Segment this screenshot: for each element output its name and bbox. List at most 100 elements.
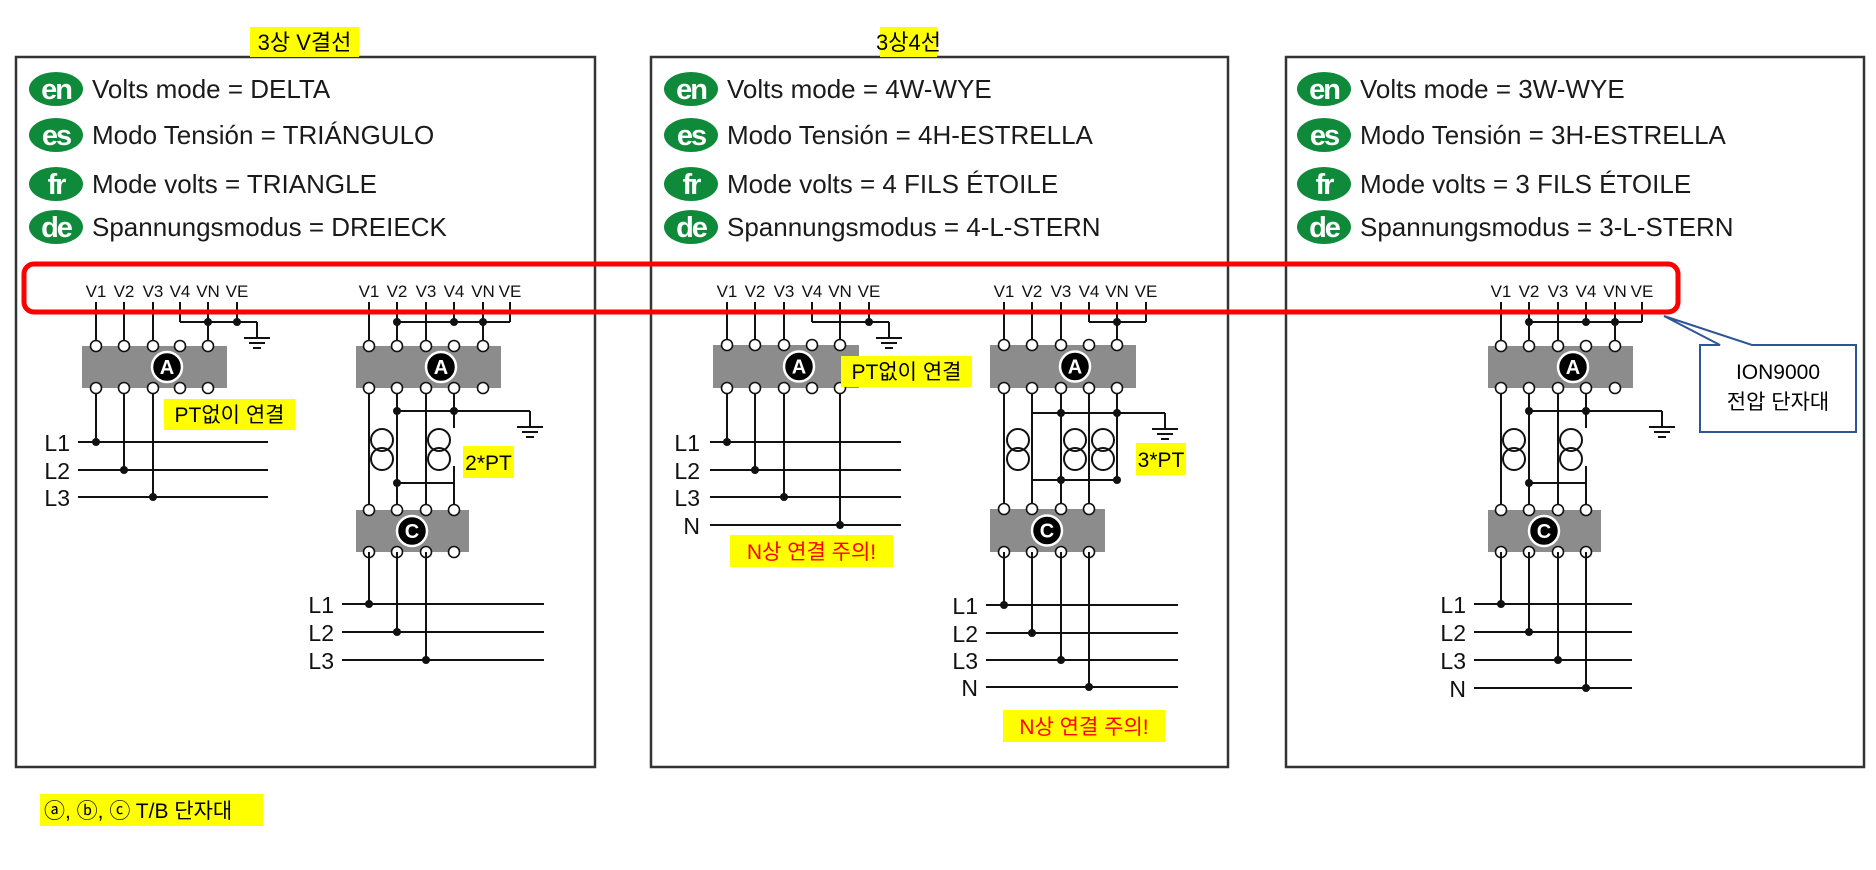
terminal-screw [1082, 502, 1096, 516]
junction-dot [1113, 318, 1121, 326]
language-code: es [677, 120, 706, 152]
block-letter-badge [395, 514, 429, 548]
terminal-screw [447, 545, 461, 559]
terminal-label-v4: V4 [170, 282, 191, 301]
terminal-screw [1551, 381, 1565, 395]
terminal-screw [720, 381, 734, 395]
junction-dot [393, 318, 401, 326]
block-letter: A [434, 357, 448, 379]
terminal-label-v2: V2 [1519, 282, 1540, 301]
terminal-screw [362, 339, 376, 353]
terminal-screw [89, 339, 103, 353]
language-badge-es-icon [664, 118, 718, 152]
terminal-label-ve: VE [499, 282, 522, 301]
terminal-block-c: C [990, 502, 1105, 559]
terminal-label-v3: V3 [416, 282, 437, 301]
callout-line-2: 전압 단자대 [1727, 391, 1829, 414]
potential-transformer-icon [427, 428, 451, 471]
terminal-label-vn: VN [828, 282, 852, 301]
language-code: es [1310, 120, 1339, 152]
volts-mode-text: Modo Tensión = TRIÁNGULO [92, 120, 434, 150]
terminal-label-v4: V4 [444, 282, 465, 301]
terminal-screw [1082, 338, 1096, 352]
volts-mode-text: Mode volts = 4 FILS ÉTOILE [727, 169, 1058, 199]
terminal-screw [390, 339, 404, 353]
terminal-screw [1608, 381, 1622, 395]
ground-icon [1152, 413, 1178, 440]
terminal-screw [447, 503, 461, 517]
pt-secondary-coil [370, 447, 394, 471]
terminal-label-ve: VE [226, 282, 249, 301]
language-code: de [41, 212, 73, 244]
terminal-screw [173, 339, 187, 353]
terminal-block-a: A [990, 338, 1136, 395]
highlight-background [1003, 710, 1165, 742]
terminal-screw [390, 503, 404, 517]
pt-secondary-coil [1559, 447, 1583, 471]
terminal-label-vn: VN [1603, 282, 1627, 301]
neutral-warning-note-text: N상 연결 주의! [1019, 716, 1148, 739]
line-label-l2: L2 [308, 620, 334, 646]
line-label-l1: L1 [308, 592, 334, 618]
terminal-label-vn: VN [1105, 282, 1129, 301]
volts-mode-text: Mode volts = 3 FILS ÉTOILE [1360, 169, 1691, 199]
no-pt-note-text: PT없이 연결 [852, 361, 962, 384]
terminal-label-vn: VN [196, 282, 220, 301]
block-letter-badge [1527, 514, 1561, 548]
terminal-screw [447, 381, 461, 395]
terminal-block-a: A [82, 339, 227, 395]
panel-title-text: 3상 V결선 [258, 30, 352, 55]
language-badge-en-icon [29, 72, 83, 106]
language-badge-fr-icon [664, 167, 718, 201]
terminal-screw [1579, 381, 1593, 395]
terminal-screw [748, 381, 762, 395]
volts-mode-text: Volts mode = 4W-WYE [727, 74, 992, 104]
terminal-screw [1054, 502, 1068, 516]
terminal-screw [1494, 503, 1508, 517]
language-badge-de-icon [664, 210, 718, 244]
line-label-l3: L3 [674, 485, 700, 511]
terminal-screw [419, 381, 433, 395]
terminal-screw [1110, 381, 1124, 395]
no-pt-note-text: PT없이 연결 [175, 404, 285, 427]
three-pt-note: 3*PT [1136, 443, 1186, 475]
junction-dot [149, 493, 157, 501]
ground-icon [244, 322, 270, 349]
terminal-label-ve: VE [1135, 282, 1158, 301]
pt-primary-coil [1559, 428, 1583, 452]
terminal-screw [117, 339, 131, 353]
junction-dot [1085, 683, 1093, 691]
terminal-screw [476, 381, 490, 395]
neutral-warning-note: N상 연결 주의! [1003, 710, 1165, 742]
junction-dot [1525, 479, 1533, 487]
junction-dot [1554, 656, 1562, 664]
terminal-screw [777, 338, 791, 352]
terminal-screw [805, 381, 819, 395]
pt-primary-coil [1502, 428, 1526, 452]
terminal-screw [1110, 338, 1124, 352]
volts-mode-text: Mode volts = TRIANGLE [92, 169, 377, 199]
junction-dot [393, 479, 401, 487]
block-letter: A [1068, 357, 1082, 379]
junction-dot [1497, 600, 1505, 608]
junction-dot [1582, 318, 1590, 326]
potential-transformer-icon [1063, 428, 1087, 471]
terminal-label-vn: VN [471, 282, 495, 301]
potential-transformer-icon [1559, 428, 1583, 471]
pt-secondary-coil [1006, 447, 1030, 471]
terminal-screw [362, 503, 376, 517]
line-label-n: N [961, 675, 978, 701]
volts-mode-text: Volts mode = DELTA [92, 74, 331, 104]
terminal-label-v1: V1 [717, 282, 738, 301]
terminal-screw [173, 381, 187, 395]
